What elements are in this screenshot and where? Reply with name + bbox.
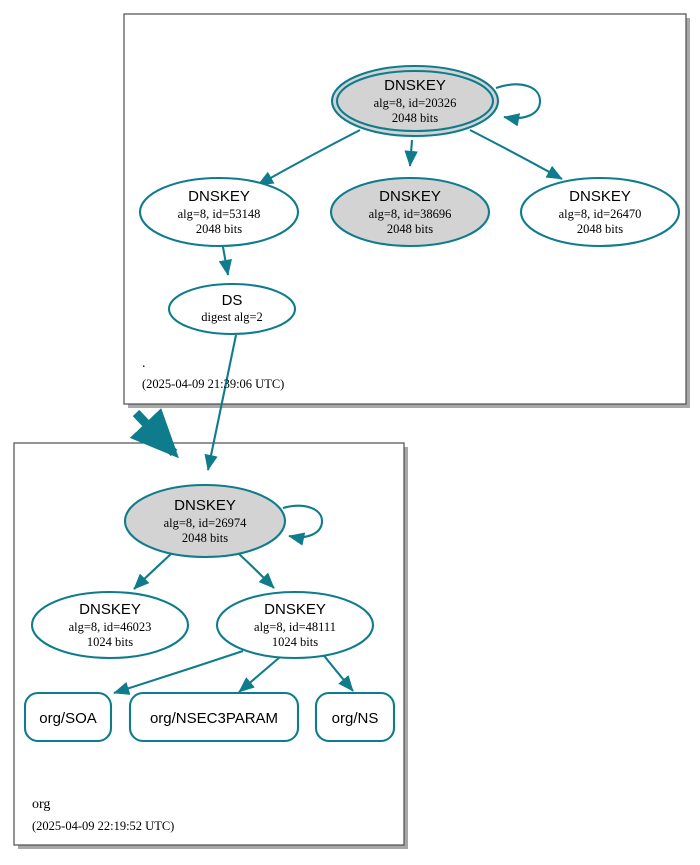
edge-root-ksk-to-zsk-26470	[469, 129, 563, 180]
node-org-zsk-46023-title: DNSKEY	[79, 601, 141, 618]
node-root-zsk-38696-title: DNSKEY	[379, 188, 441, 205]
node-org-ksk-26974-line2: alg=8, id=26974	[164, 516, 248, 530]
node-org-rrset-soa[interactable]: org/SOA	[23, 691, 113, 743]
zone-label-org-name: org	[32, 797, 50, 812]
node-root-zsk-38696-ellipse	[329, 176, 491, 248]
node-root-ksk-20326-title: DNSKEY	[384, 77, 446, 94]
node-org-zsk-48111-title: DNSKEY	[264, 601, 326, 618]
edge-zsk-48111-to-nsec3param	[238, 656, 281, 693]
edge-zone-root-to-org	[129, 408, 179, 459]
node-org-zsk-46023-ellipse	[30, 590, 190, 660]
node-org-zsk-48111-line2: alg=8, id=48111	[254, 620, 336, 634]
node-org-rrset-nsec3param-box	[128, 691, 300, 743]
edge-root-ksk-to-zsk-38696	[404, 139, 418, 167]
edge-root-ksk-to-zsk-53148	[257, 129, 361, 186]
node-root-zsk-26470[interactable]: DNSKEY alg=8, id=26470 2048 bits	[519, 176, 681, 248]
node-root-zsk-53148-ellipse	[138, 176, 300, 248]
node-org-ksk-26974[interactable]: DNSKEY alg=8, id=26974 2048 bits	[123, 483, 287, 559]
node-root-zsk-53148-line3: 2048 bits	[196, 222, 242, 236]
node-root-zsk-26470-title: DNSKEY	[569, 188, 631, 205]
node-root-zsk-53148-title: DNSKEY	[188, 188, 250, 205]
node-root-zsk-26470-ellipse	[519, 176, 681, 248]
node-org-zsk-48111-ellipse	[215, 590, 375, 660]
edge-ds-to-org-ksk	[204, 334, 238, 471]
node-root-zsk-26470-line3: 2048 bits	[577, 222, 623, 236]
node-org-ksk-26974-line3: 2048 bits	[182, 531, 228, 545]
node-root-zsk-38696-line2: alg=8, id=38696	[369, 207, 452, 221]
edge-zsk-53148-to-ds	[218, 246, 232, 276]
node-root-ksk-20326-line3: 2048 bits	[392, 111, 438, 125]
node-root-ksk-20326-inner-ellipse	[335, 69, 495, 133]
edge-org-ksk-to-zsk-46023	[133, 552, 173, 590]
zone-label-root-name: .	[142, 356, 146, 371]
node-root-ds-org-title: DS	[222, 292, 243, 309]
edge-org-ksk-self-loop	[282, 504, 324, 546]
node-root-ds-org-ellipse	[167, 282, 297, 336]
node-org-rrset-ns-box	[314, 691, 396, 743]
node-org-rrset-ns-label: org/NS	[332, 710, 379, 727]
zone-label-root-timestamp: (2025-04-09 21:39:06 UTC)	[142, 377, 284, 391]
edge-org-ksk-to-zsk-48111	[237, 552, 275, 589]
zone-label-org-timestamp: (2025-04-09 22:19:52 UTC)	[32, 819, 174, 833]
edge-root-ksk-self-loop	[495, 83, 542, 127]
node-org-rrset-ns[interactable]: org/NS	[314, 691, 396, 743]
node-org-zsk-48111[interactable]: DNSKEY alg=8, id=48111 1024 bits	[215, 590, 375, 660]
node-root-ksk-20326[interactable]: DNSKEY alg=8, id=20326 2048 bits	[330, 64, 500, 138]
node-org-ksk-26974-ellipse	[123, 483, 287, 559]
node-root-ds-org[interactable]: DS digest alg=2	[167, 282, 297, 336]
node-root-zsk-38696[interactable]: DNSKEY alg=8, id=38696 2048 bits	[329, 176, 491, 248]
edge-layer	[113, 83, 563, 695]
node-root-ds-org-line2: digest alg=2	[201, 310, 263, 324]
node-org-rrset-nsec3param[interactable]: org/NSEC3PARAM	[128, 691, 300, 743]
node-root-zsk-53148[interactable]: DNSKEY alg=8, id=53148 2048 bits	[138, 176, 300, 248]
node-org-rrset-soa-box	[23, 691, 113, 743]
node-root-zsk-26470-line2: alg=8, id=26470	[559, 207, 642, 221]
edge-zsk-48111-to-soa	[113, 650, 244, 695]
node-org-zsk-48111-line3: 1024 bits	[272, 635, 318, 649]
node-org-zsk-46023-line3: 1024 bits	[87, 635, 133, 649]
node-org-zsk-46023[interactable]: DNSKEY alg=8, id=46023 1024 bits	[30, 590, 190, 660]
node-org-rrset-soa-label: org/SOA	[39, 710, 97, 727]
node-root-zsk-38696-line3: 2048 bits	[387, 222, 433, 236]
node-root-ksk-20326-line2: alg=8, id=20326	[374, 96, 457, 110]
node-org-ksk-26974-title: DNSKEY	[174, 497, 236, 514]
node-root-zsk-53148-line2: alg=8, id=53148	[178, 207, 261, 221]
node-org-zsk-46023-line2: alg=8, id=46023	[69, 620, 152, 634]
node-org-rrset-nsec3param-label: org/NSEC3PARAM	[150, 710, 278, 727]
